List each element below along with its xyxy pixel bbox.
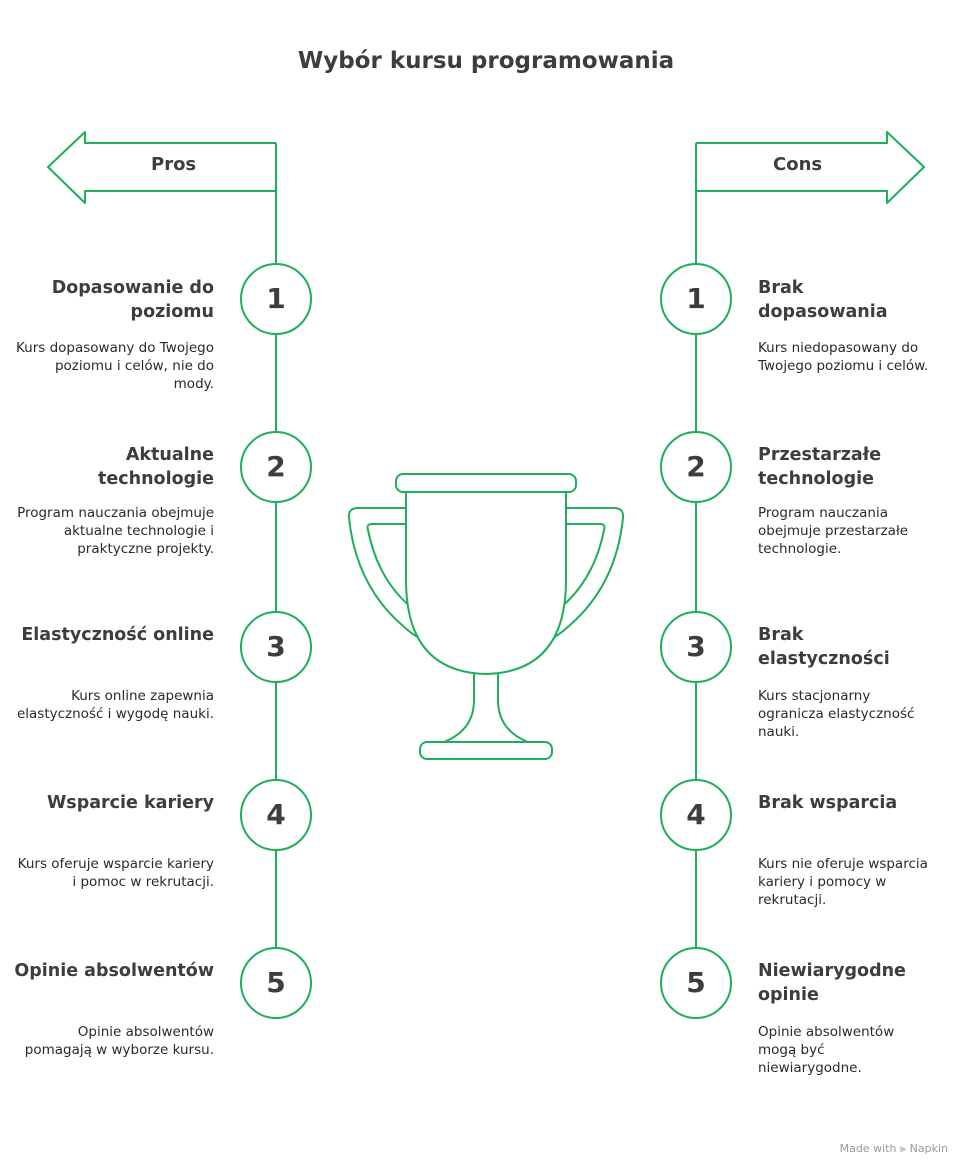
- cons-heading-2: Przestarzałe technologie: [758, 445, 882, 489]
- pros-circle-4: [240, 779, 312, 851]
- footer: Made with ⫸ Napkin: [840, 1142, 948, 1156]
- pros-number-2: 2: [266, 450, 286, 483]
- pros-circle-2: [240, 431, 312, 503]
- pros-number-4: 4: [266, 798, 286, 831]
- cons-circle-3: [660, 611, 732, 683]
- cons-circle-2: [660, 431, 732, 503]
- pros-heading-1: Dopasowanie do poziomu: [51, 278, 214, 322]
- pros-text-4: Kurs oferuje wsparcie kariery i pomoc w …: [17, 856, 214, 890]
- cons-heading-4: Brak wsparcia: [758, 793, 898, 813]
- cons-circle-4: [660, 779, 732, 851]
- cons-text-5: Opinie absolwentów mogą być niewiarygodn…: [758, 1024, 895, 1076]
- footer-brand: Napkin: [909, 1142, 948, 1155]
- pros-arrow: [47, 131, 276, 204]
- pros-text-3: Kurs online zapewnia elastyczność i wygo…: [16, 688, 214, 722]
- pros-label: Pros: [151, 154, 197, 175]
- pros-text-5: Opinie absolwentów pomagają w wyborze ku…: [24, 1024, 214, 1058]
- pros-heading-4: Wsparcie kariery: [46, 793, 214, 813]
- pros-circle-5: [240, 947, 312, 1019]
- cons-heading-5: Niewiarygodne opinie: [758, 961, 906, 1005]
- pros-circle-1: [240, 263, 312, 335]
- cons-number-4: 4: [686, 798, 706, 831]
- cons-arrow: [696, 131, 925, 204]
- cons-circle-1: [660, 263, 732, 335]
- cons-text-2: Program nauczania obejmuje przestarzałe …: [758, 505, 909, 557]
- cons-number-2: 2: [686, 450, 706, 483]
- pros-text-1: Kurs dopasowany do Twojego poziomu i cel…: [15, 340, 214, 392]
- pros-number-1: 1: [266, 282, 286, 315]
- cons-number-5: 5: [686, 966, 706, 999]
- cons-text-4: Kurs nie oferuje wsparcia kariery i pomo…: [758, 856, 928, 908]
- footer-made-with: Made with: [839, 1142, 897, 1155]
- page-title: Wybór kursu programowania: [297, 48, 675, 74]
- pros-heading-2: Aktualne technologie: [98, 445, 214, 489]
- pros-text-2: Program nauczania obejmuje aktualne tech…: [17, 505, 214, 557]
- trophy-icon: [347, 473, 625, 760]
- cons-number-1: 1: [686, 282, 706, 315]
- pros-heading-5: Opinie absolwentów: [14, 961, 214, 981]
- cons-text-3: Kurs stacjonarny ogranicza elastyczność …: [758, 688, 915, 740]
- cons-text-1: Kurs niedopasowany do Twojego poziomu i …: [758, 340, 929, 374]
- cons-heading-1: Brak dopasowania: [758, 278, 888, 322]
- cons-label: Cons: [773, 154, 823, 175]
- pros-circle-3: [240, 611, 312, 683]
- napkin-logo-icon: ⫸: [899, 1142, 907, 1155]
- cons-number-3: 3: [686, 630, 706, 663]
- pros-number-3: 3: [266, 630, 286, 663]
- cons-circle-5: [660, 947, 732, 1019]
- pros-heading-3: Elastyczność online: [21, 625, 214, 645]
- pros-number-5: 5: [266, 966, 286, 999]
- cons-heading-3: Brak elastyczności: [758, 625, 890, 669]
